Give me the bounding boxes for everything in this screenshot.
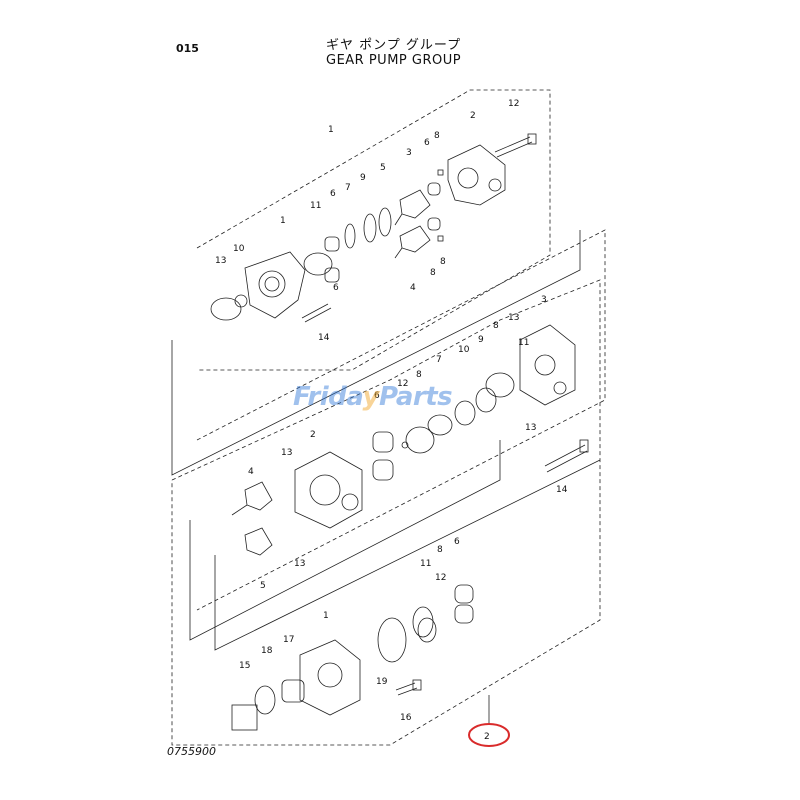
lower-housing-2: [294, 451, 363, 529]
callout-number: 13: [525, 423, 536, 433]
callout-number: 19: [376, 677, 388, 687]
callout-number: 9: [360, 173, 366, 183]
callout-number: 10: [233, 244, 245, 254]
bracket-lower: [214, 459, 601, 651]
middle-dashed-frame: [196, 229, 606, 611]
callout-number: 15: [239, 661, 250, 671]
callout-number: 6: [333, 283, 339, 293]
upper-callouts: 1 2 12 3 6 8 5 7 9 11 6 1 10 13 6 14 4 8…: [215, 99, 519, 343]
title-japanese: ギヤ ポンプ グループ: [326, 38, 462, 53]
callout-number: 5: [260, 581, 266, 591]
highlight-circle: [468, 723, 510, 747]
callout-number: 6: [454, 537, 460, 547]
callout-number: 2: [470, 111, 476, 121]
drawing-number: 0755900: [167, 745, 216, 758]
bracket-middle: [189, 440, 501, 641]
lower-housing-1: [299, 639, 361, 716]
callout-number: 8: [434, 131, 440, 141]
callout-number: 11: [518, 338, 529, 348]
callout-number: 2: [310, 430, 316, 440]
callout-number: 12: [397, 379, 408, 389]
callout-number: 11: [310, 201, 321, 211]
title-english: GEAR PUMP GROUP: [326, 53, 462, 68]
callout-number: 4: [410, 283, 416, 293]
callout-number: 9: [478, 335, 484, 345]
callout-number: 4: [248, 467, 254, 477]
callout-number: 3: [406, 148, 412, 158]
watermark-logo: FridayParts: [293, 382, 453, 412]
callout-number: 1: [280, 216, 286, 226]
callout-number: 6: [330, 189, 336, 199]
callout-number: 1: [328, 125, 334, 135]
page-code: 015: [176, 42, 199, 55]
upper-housing-2: [447, 144, 506, 206]
callout-number: 18: [261, 646, 273, 656]
callout-number: 6: [374, 391, 380, 401]
callout-number: 8: [437, 545, 443, 555]
callout-number: 17: [283, 635, 294, 645]
middle-housing-3: [519, 324, 576, 406]
callout-number: 3: [541, 295, 547, 305]
callout-number: 8: [440, 257, 446, 267]
callout-number: 8: [416, 370, 422, 380]
upper-dashed-frame: [196, 89, 551, 371]
callout-number: 13: [215, 256, 226, 266]
callout-number: 5: [380, 163, 386, 173]
callout-number: 13: [294, 559, 305, 569]
callout-number: 13: [508, 313, 519, 323]
callout-number: 14: [556, 485, 568, 495]
callout-number: 14: [318, 333, 330, 343]
lower-dashed-frame: [171, 279, 601, 746]
callout-number: 7: [436, 355, 442, 365]
callout-number: 8: [493, 321, 499, 331]
callout-number: 13: [281, 448, 292, 458]
callout-number: 8: [430, 268, 436, 278]
callout-number: 1: [323, 611, 329, 621]
callout-number: 7: [345, 183, 351, 193]
callout-number: 12: [508, 99, 519, 109]
highlight-label: 2: [484, 732, 490, 742]
callout-number: 11: [420, 559, 431, 569]
callout-number: 16: [400, 713, 412, 723]
upper-housing-1: [244, 251, 306, 319]
middle-callouts: 3 8 13 11 9 10 7 8 12 6 13 14: [374, 295, 568, 495]
callout-number: 6: [424, 138, 430, 148]
callout-number: 10: [458, 345, 470, 355]
lower-callouts: 2 13 4 13 5 6 8 11 12 1 17 18 19 15 16: [239, 430, 460, 723]
bracket-upper: [171, 230, 581, 476]
callout-number: 12: [435, 573, 446, 583]
